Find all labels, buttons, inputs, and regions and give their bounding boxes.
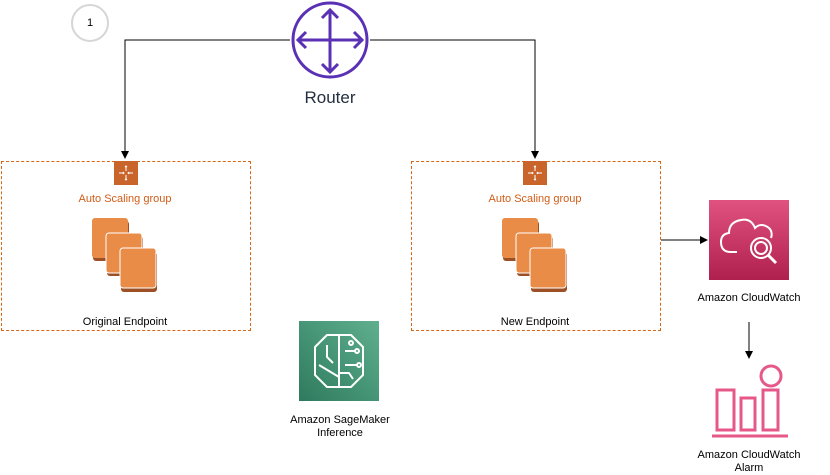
original-endpoint-label: Original Endpoint <box>82 316 168 328</box>
asg-title-original: Auto Scaling group <box>78 193 172 205</box>
router-node[interactable] <box>290 1 370 82</box>
connector-router-to-original <box>121 39 290 159</box>
sagemaker-label-line1: Amazon SageMaker <box>290 414 390 426</box>
router-icon <box>291 1 369 79</box>
instances-icon-original <box>92 218 158 294</box>
cloudwatch-icon <box>709 200 789 280</box>
cloudwatch-alarm-label: Amazon CloudWatch Alarm <box>669 449 829 475</box>
instances-icon-new <box>502 218 568 294</box>
cloudwatch-alarm-label-line2: Alarm <box>734 462 764 474</box>
auto-scaling-icon <box>523 161 547 185</box>
cloudwatch-label: Amazon CloudWatch <box>697 292 801 304</box>
new-endpoint-label: New Endpoint <box>500 316 570 328</box>
sagemaker-label-line2: Inference <box>317 427 363 439</box>
connector-router-to-new <box>370 39 539 159</box>
cloudwatch-alarm-icon <box>712 364 788 438</box>
sagemaker-label: Amazon SageMaker Inference <box>260 414 420 440</box>
sagemaker-node[interactable] <box>299 321 379 401</box>
router-label: Router <box>304 88 356 107</box>
cloudwatch-alarm-label-line1: Amazon CloudWatch <box>697 449 801 461</box>
auto-scaling-icon <box>114 161 138 185</box>
cloudwatch-node[interactable] <box>709 200 789 280</box>
asg-title-new: Auto Scaling group <box>488 193 582 205</box>
step-badge: 1 <box>71 4 109 42</box>
cloudwatch-alarm-node[interactable] <box>710 362 790 438</box>
sagemaker-icon <box>299 321 379 401</box>
